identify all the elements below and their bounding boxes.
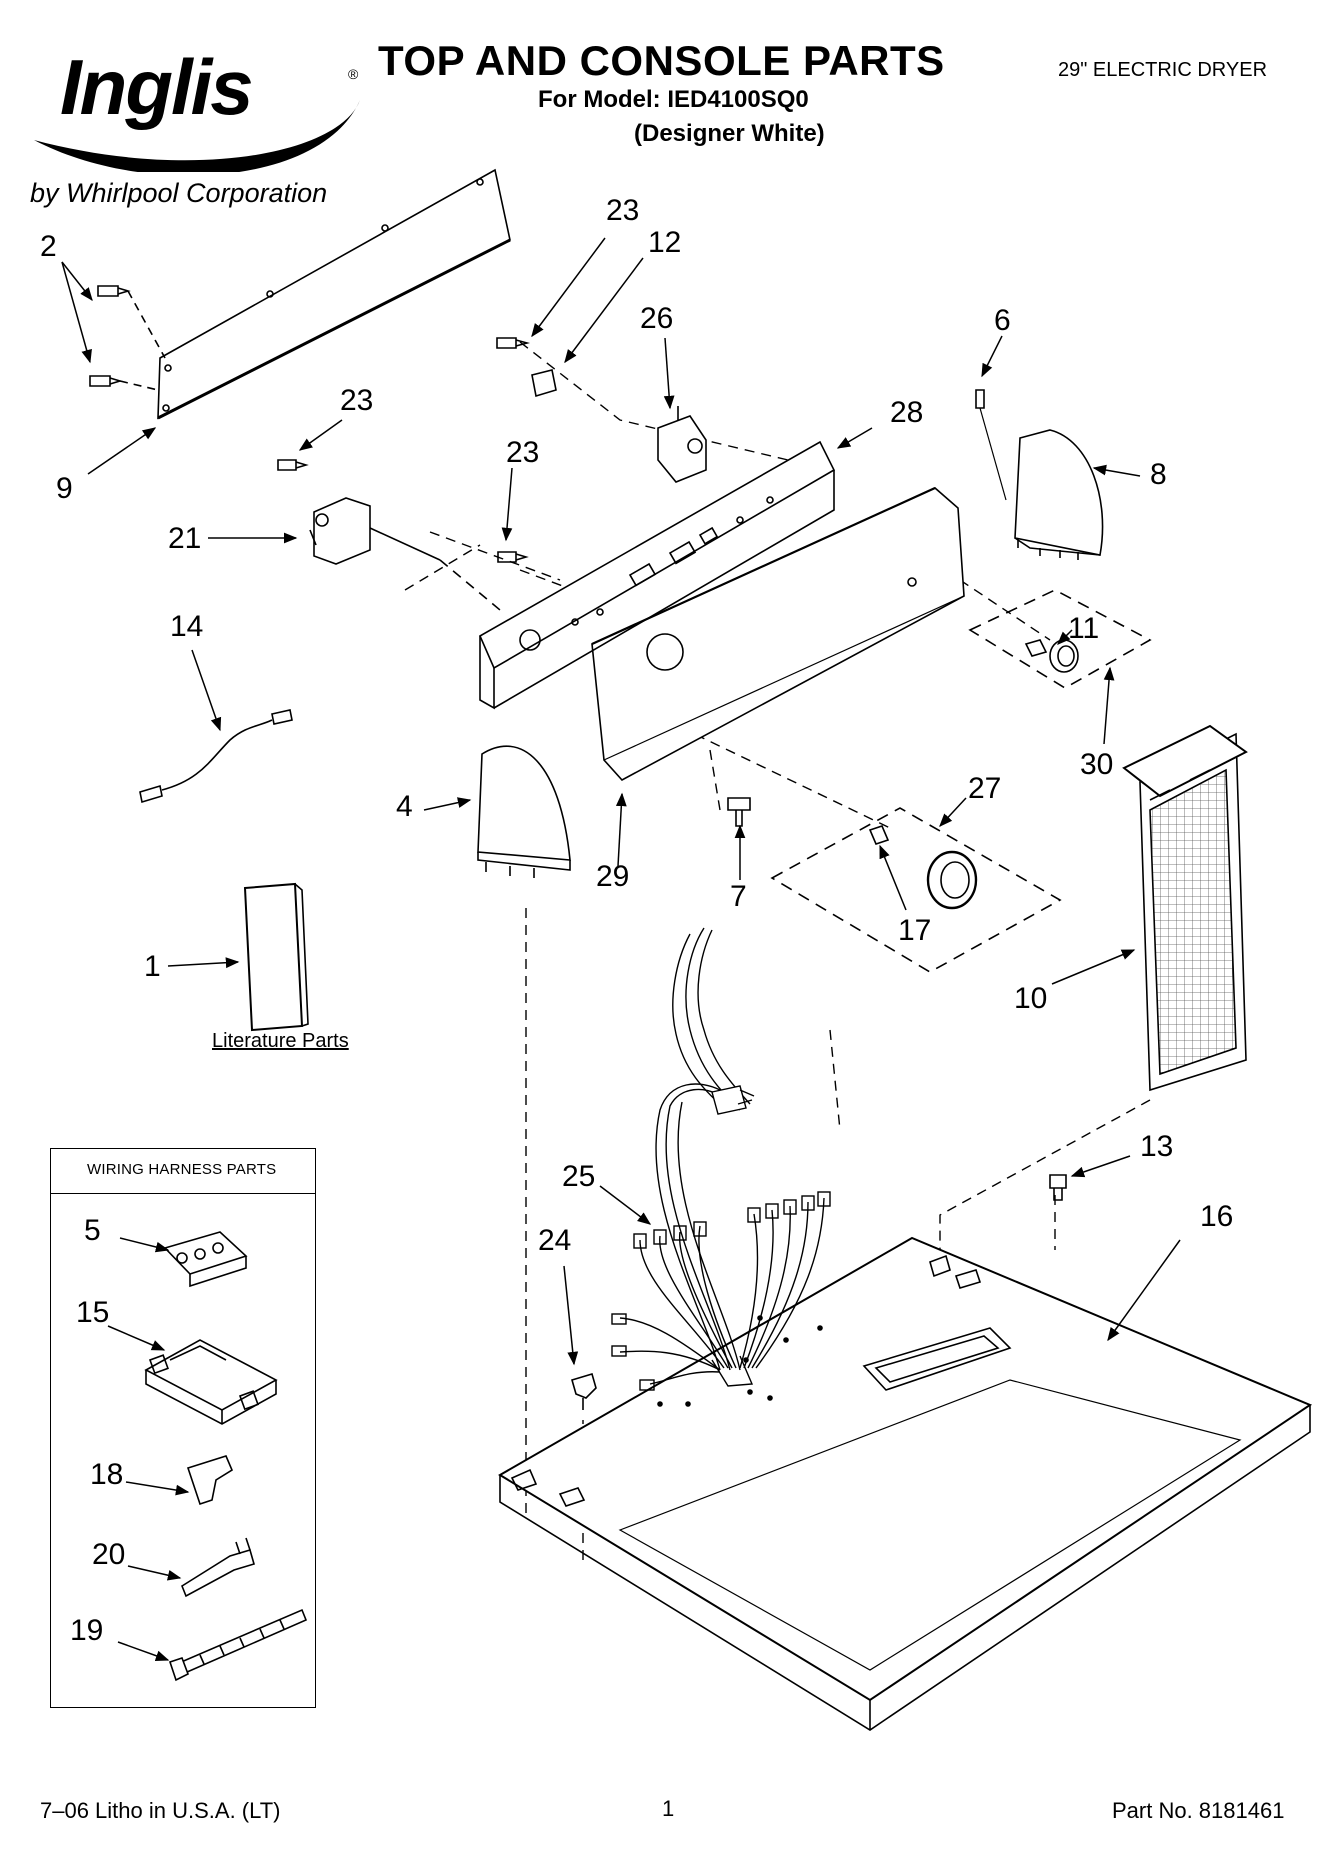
literature-booklet xyxy=(243,882,309,1032)
harness-terminal-20 xyxy=(181,1537,255,1598)
callout-1: 1 xyxy=(144,950,161,983)
screw-2 xyxy=(89,285,131,387)
wiring-harness xyxy=(611,927,831,1391)
callout-20: 20 xyxy=(92,1538,126,1571)
callout-28: 28 xyxy=(890,396,924,429)
wire-lead xyxy=(139,709,293,804)
callout-2: 2 xyxy=(40,230,57,263)
callout-30: 30 xyxy=(1080,748,1114,781)
callout-11: 11 xyxy=(1068,612,1100,645)
top-panel xyxy=(498,1236,1313,1731)
callout-15: 15 xyxy=(76,1296,110,1329)
brand-logo: Inglis ® xyxy=(22,22,367,172)
page-title: TOP AND CONSOLE PARTS xyxy=(378,37,945,84)
lint-screen xyxy=(1122,724,1248,1092)
harness-box-title: WIRING HARNESS PARTS xyxy=(87,1161,277,1178)
brand-byline: by Whirlpool Corporation xyxy=(30,178,328,208)
wiring-harness-parts-box: WIRING HARNESS PARTS xyxy=(50,1148,316,1708)
callout-8: 8 xyxy=(1150,458,1167,491)
model-line: For Model: IED4100SQ0 xyxy=(538,86,809,113)
callout-23-c: 23 xyxy=(506,436,540,469)
callout-12: 12 xyxy=(648,226,682,259)
callout-19: 19 xyxy=(70,1614,104,1647)
callout-27: 27 xyxy=(968,772,1002,805)
harness-connector-15 xyxy=(144,1339,278,1425)
callout-24: 24 xyxy=(538,1224,572,1257)
product-type: 29" ELECTRIC DRYER xyxy=(1058,59,1268,81)
end-cap-left xyxy=(477,745,571,878)
harness-clip-18 xyxy=(186,1455,234,1506)
literature-parts-label: Literature Parts xyxy=(212,1030,349,1052)
callout-10: 10 xyxy=(1014,982,1048,1015)
callout-26: 26 xyxy=(640,302,674,335)
callout-7: 7 xyxy=(730,880,747,913)
brand-name: Inglis xyxy=(60,43,254,131)
back-panel xyxy=(157,168,511,420)
harness-box-divider xyxy=(51,1193,315,1194)
end-cap-right xyxy=(1014,429,1104,560)
part-12 xyxy=(531,369,557,398)
color-line: (Designer White) xyxy=(634,120,825,147)
callout-16: 16 xyxy=(1200,1200,1234,1233)
callout-29: 29 xyxy=(596,860,630,893)
callout-23: 23 xyxy=(606,194,640,227)
callout-13: 13 xyxy=(1140,1130,1174,1163)
callout-23-b: 23 xyxy=(340,384,374,417)
registered-mark: ® xyxy=(348,66,359,82)
footer-litho: 7–06 Litho in U.S.A. (LT) xyxy=(40,1798,281,1823)
timer xyxy=(309,497,441,565)
harness-tie-19 xyxy=(168,1608,308,1682)
part-24 xyxy=(571,1373,597,1410)
callout-6: 6 xyxy=(994,304,1011,337)
callout-25: 25 xyxy=(562,1160,596,1193)
callout-9: 9 xyxy=(56,472,73,505)
footer-page-number: 1 xyxy=(662,1796,675,1821)
footer-part-number: Part No. 8181461 xyxy=(1112,1798,1285,1823)
callout-5: 5 xyxy=(84,1214,101,1247)
control-bracket xyxy=(478,440,836,710)
knob-27 xyxy=(868,825,978,910)
logo-swoosh-icon xyxy=(34,100,360,172)
console-panel xyxy=(591,486,965,782)
callout-17: 17 xyxy=(898,914,932,947)
harness-connector-5 xyxy=(163,1231,248,1288)
callout-14: 14 xyxy=(170,610,204,643)
callout-4: 4 xyxy=(396,790,413,823)
part-26 xyxy=(657,406,707,483)
callout-21: 21 xyxy=(168,522,202,555)
callout-18: 18 xyxy=(90,1458,124,1491)
